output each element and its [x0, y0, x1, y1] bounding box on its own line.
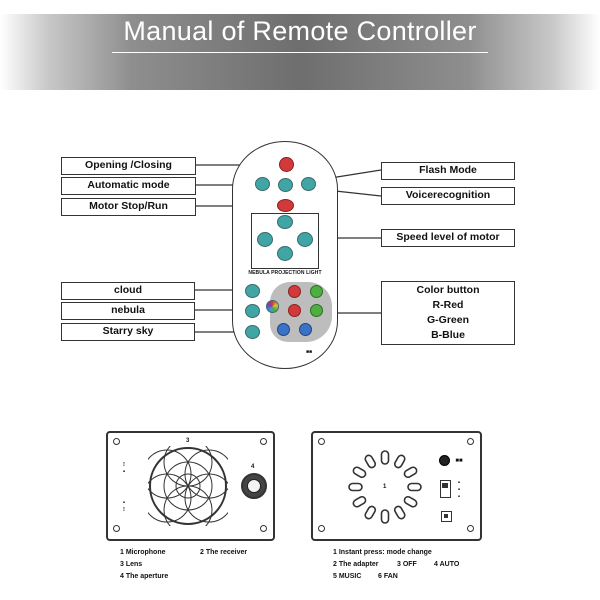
- back-legend-3: 3 OFF: [397, 561, 417, 568]
- label-automatic-mode: Automatic mode: [61, 177, 196, 195]
- back-legend-5: 5 MUSIC: [333, 573, 362, 580]
- switch-marks: ▪▪▪: [457, 480, 461, 500]
- voice-button[interactable]: [278, 178, 293, 192]
- label-speed-level: Speed level of motor: [381, 229, 515, 247]
- back-legend-2: 2 The adapter: [333, 561, 379, 568]
- speed-left-button[interactable]: [257, 232, 273, 247]
- remote-brand-text: NEBULA PROJECTION LIGHT: [248, 270, 322, 276]
- color-button-r1[interactable]: [288, 285, 301, 298]
- microphone-icon: ⁝▪: [122, 462, 126, 475]
- back-legend-6: 6 FAN: [378, 573, 398, 580]
- speed-right-button[interactable]: [297, 232, 313, 247]
- color-button-b1[interactable]: [277, 323, 290, 336]
- label-flash-mode: Flash Mode: [381, 162, 515, 180]
- color-button-green: G-Green: [426, 314, 469, 326]
- color-button-title: Color button: [416, 284, 480, 296]
- screw-hole: [318, 525, 325, 532]
- motor-button[interactable]: [277, 199, 294, 212]
- label-cloud: cloud: [61, 282, 195, 300]
- label-opening-closing: Opening /Closing: [61, 157, 196, 175]
- page-title: Manual of Remote Controller: [123, 16, 477, 46]
- color-button-mix[interactable]: [266, 300, 279, 313]
- color-button-blue: B-Blue: [431, 329, 465, 341]
- mode-button: [439, 455, 450, 466]
- screw-hole: [467, 525, 474, 532]
- adapter-port-pin: [444, 514, 448, 518]
- color-button-red: R-Red: [432, 299, 464, 311]
- color-button-g2[interactable]: [310, 304, 323, 317]
- screw-hole: [260, 525, 267, 532]
- label-motor-stop-run: Motor Stop/Run: [61, 198, 196, 216]
- label-color-button: Color button R-Red G-Green B-Blue: [381, 281, 515, 345]
- power-button[interactable]: [279, 157, 294, 172]
- color-button-b2[interactable]: [299, 323, 312, 336]
- front-legend-3: 3 Lens: [120, 561, 143, 568]
- label-voice-recognition: Voicerecognition: [381, 187, 515, 205]
- screw-hole: [318, 438, 325, 445]
- mode-switch: [440, 480, 451, 498]
- lens-grille: [148, 446, 228, 526]
- title-underline: [112, 52, 488, 53]
- aperture-icon: [247, 479, 261, 493]
- front-legend-1: 1 Microphone: [120, 549, 166, 556]
- color-button-g1[interactable]: [310, 285, 323, 298]
- color-button-r2[interactable]: [288, 304, 301, 317]
- screw-hole: [113, 438, 120, 445]
- flash-mode-button[interactable]: [301, 177, 316, 191]
- back-legend-1: 1 Instant press: mode change: [333, 549, 432, 556]
- callout-4: 4: [251, 464, 255, 470]
- back-legend-4: 4 AUTO: [434, 561, 460, 568]
- callout-3: 3: [186, 438, 190, 444]
- speed-up-button[interactable]: [277, 215, 293, 229]
- nebula-button[interactable]: [245, 304, 260, 318]
- cloud-button[interactable]: [245, 284, 260, 298]
- remote-logo: ■■: [306, 349, 313, 355]
- front-legend-2: 2 The receiver: [200, 549, 248, 556]
- starry-sky-button[interactable]: [245, 325, 260, 339]
- label-nebula: nebula: [61, 302, 195, 320]
- screw-hole: [467, 438, 474, 445]
- mode-switch-knob: [442, 483, 448, 488]
- screw-hole: [260, 438, 267, 445]
- callout-1: 1: [383, 484, 387, 490]
- receiver-icon: ▪⁝: [122, 500, 126, 513]
- mode-button-mark: ■■: [455, 458, 463, 464]
- front-legend-4: 4 The aperture: [120, 573, 169, 580]
- auto-mode-button[interactable]: [255, 177, 270, 191]
- label-starry-sky: Starry sky: [61, 323, 195, 341]
- speed-down-button[interactable]: [277, 246, 293, 261]
- screw-hole: [113, 525, 120, 532]
- device-back: [311, 431, 482, 541]
